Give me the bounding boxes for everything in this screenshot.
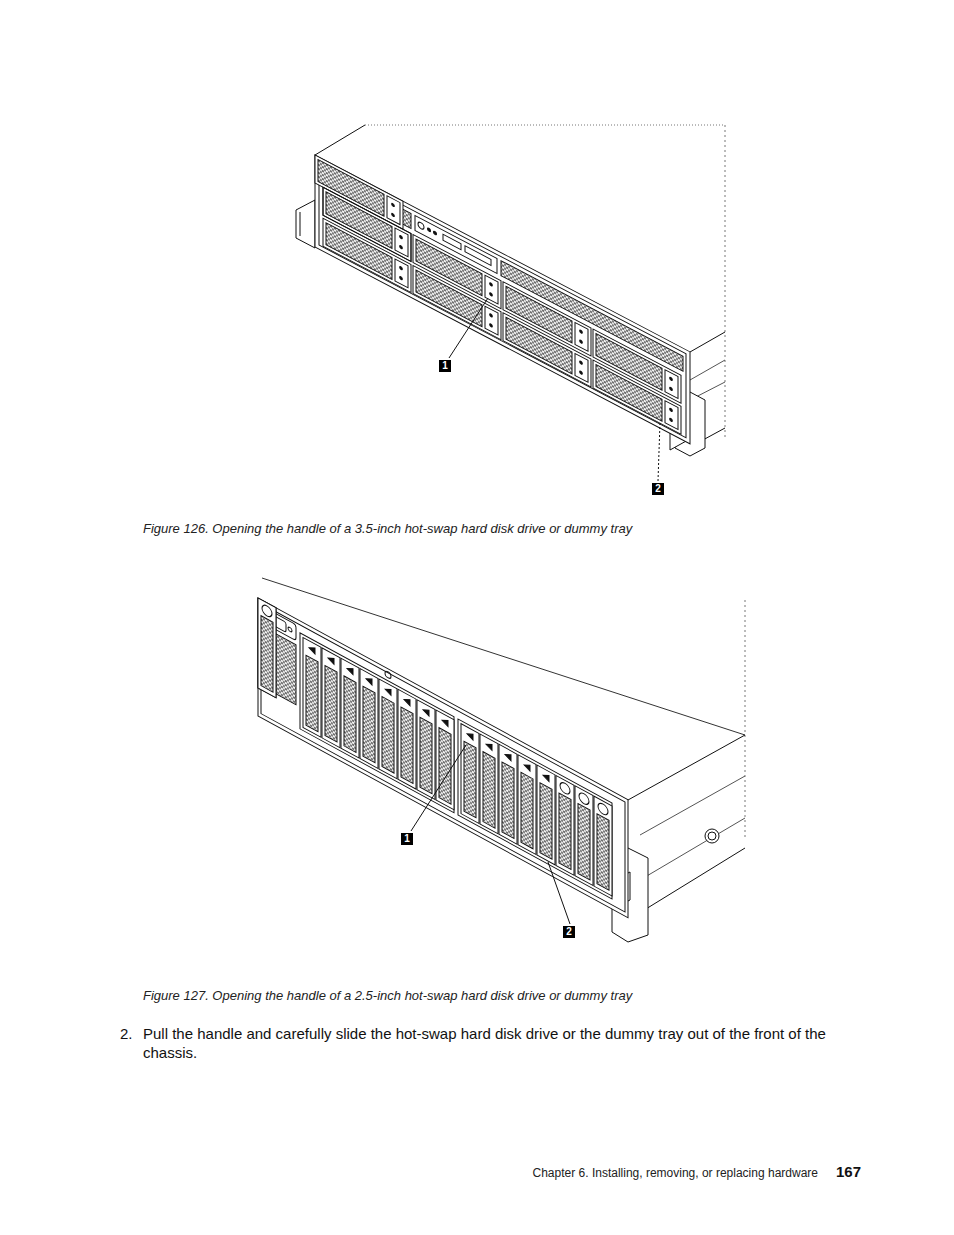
footer-chapter: Chapter 6. Installing, removing, or repl… [533,1166,818,1180]
server-3-5-inch [296,125,725,481]
callout-number: 1 [401,833,413,845]
figure-caption: Figure 127. Opening the handle of a 2.5-… [143,988,632,1003]
step-text: Pull the handle and carefully slide the … [143,1024,843,1062]
step-number: 2. [120,1024,133,1043]
callout-number: 2 [652,483,664,495]
figure-caption: Figure 126. Opening the handle of a 3.5-… [143,521,632,536]
callout-number: 2 [563,926,575,938]
server-2-5-inch [258,578,745,942]
page-number: 167 [836,1163,861,1180]
callout-number: 1 [439,360,451,372]
